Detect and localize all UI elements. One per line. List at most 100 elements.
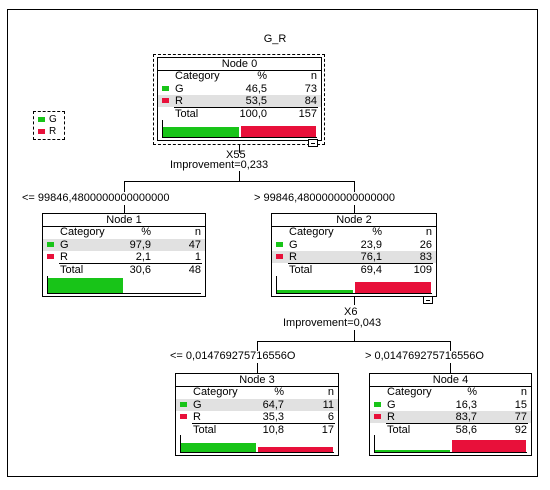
category-swatch-r <box>276 254 283 259</box>
category-pct: 16,3 <box>455 399 477 411</box>
category-label: R <box>175 95 183 107</box>
category-label: R <box>387 411 395 423</box>
split-1-left-condition: <= 99846,4800000000000000 <box>22 192 170 204</box>
total-pct: 69,4 <box>360 264 382 276</box>
category-pct: 2,1 <box>135 251 151 263</box>
column-header-n: n <box>194 226 201 238</box>
connector <box>354 181 355 192</box>
connector <box>354 297 355 305</box>
category-n: 73 <box>304 83 317 95</box>
bar-g <box>277 290 353 294</box>
category-n: 11 <box>322 399 334 411</box>
legend: G R <box>33 111 65 140</box>
split-2-left-condition: <= 0,014769275716556O <box>170 350 296 362</box>
column-header-category: Category <box>175 70 220 82</box>
category-swatch-g <box>276 242 283 247</box>
node-2-collapse-button[interactable] <box>423 296 433 304</box>
node-bar-chart <box>47 276 201 294</box>
category-swatch-r <box>47 254 54 259</box>
connector <box>239 145 240 153</box>
node-bar-chart <box>276 276 432 294</box>
bar-axis <box>374 435 375 453</box>
column-header-category: Category <box>387 386 432 398</box>
node-bar-chart <box>374 435 527 453</box>
node-header-row: Category%n <box>272 226 436 238</box>
category-pct: 35,3 <box>262 411 284 423</box>
category-label: R <box>193 411 201 423</box>
category-swatch-g <box>180 402 187 407</box>
total-n: 17 <box>321 424 334 436</box>
connector <box>257 341 258 351</box>
total-label: Total <box>193 424 217 436</box>
legend-item-r: R <box>38 126 56 138</box>
bar-axis <box>47 276 48 294</box>
connector <box>124 205 125 213</box>
node-title: Node 2 <box>272 214 436 227</box>
column-header-category: Category <box>60 226 105 238</box>
legend-swatch-g <box>38 116 45 122</box>
connector <box>239 171 240 181</box>
category-row-g: G 46,5 73 <box>158 83 321 95</box>
category-pct: 76,1 <box>360 251 382 263</box>
column-header-pct: % <box>274 386 284 398</box>
tree-frame <box>7 9 538 477</box>
connector <box>450 341 451 351</box>
category-swatch-g <box>47 242 54 247</box>
total-pct: 100,0 <box>239 108 267 120</box>
column-header-pct: % <box>372 226 382 238</box>
column-header-n: n <box>327 386 334 398</box>
connector <box>354 330 355 341</box>
split-2-right-condition: > 0,014769275716556O <box>365 350 484 362</box>
node-total-row: Total 100,0 157 <box>158 108 321 120</box>
node-total-separator <box>174 107 318 108</box>
connector <box>124 181 125 192</box>
bar-baseline <box>276 293 432 294</box>
total-n: 157 <box>298 108 317 120</box>
category-n: 47 <box>188 239 201 251</box>
bar-axis <box>276 276 277 294</box>
node-bar-chart <box>180 435 334 453</box>
category-label: G <box>387 399 396 411</box>
legend-swatch-r <box>38 128 45 134</box>
category-pct: 46,5 <box>245 83 267 95</box>
category-n: 6 <box>327 411 334 423</box>
bar-baseline <box>180 452 334 453</box>
bar-g <box>181 443 256 453</box>
node-title: Node 0 <box>158 58 321 71</box>
total-label: Total <box>289 264 313 276</box>
node-total-separator <box>192 423 335 424</box>
bar-g <box>163 127 239 138</box>
category-pct: 53,5 <box>245 95 267 107</box>
node-bar-chart <box>162 120 317 138</box>
node-0-collapse-button[interactable] <box>308 139 318 147</box>
total-label: Total <box>175 108 199 120</box>
node-total-separator <box>386 423 528 424</box>
category-pct: 64,7 <box>262 399 284 411</box>
tree-title: G_R <box>263 33 287 45</box>
column-header-pct: % <box>257 70 267 82</box>
bar-r <box>355 282 431 294</box>
bar-baseline <box>162 137 317 138</box>
connector <box>354 205 355 213</box>
connector <box>124 181 355 182</box>
category-swatch-r <box>180 414 187 419</box>
category-label: G <box>175 83 184 95</box>
bar-axis <box>180 435 181 453</box>
node-total-separator <box>59 263 202 264</box>
node-header-row: Category%n <box>158 70 321 82</box>
connector <box>450 363 451 373</box>
bar-r <box>258 447 333 453</box>
